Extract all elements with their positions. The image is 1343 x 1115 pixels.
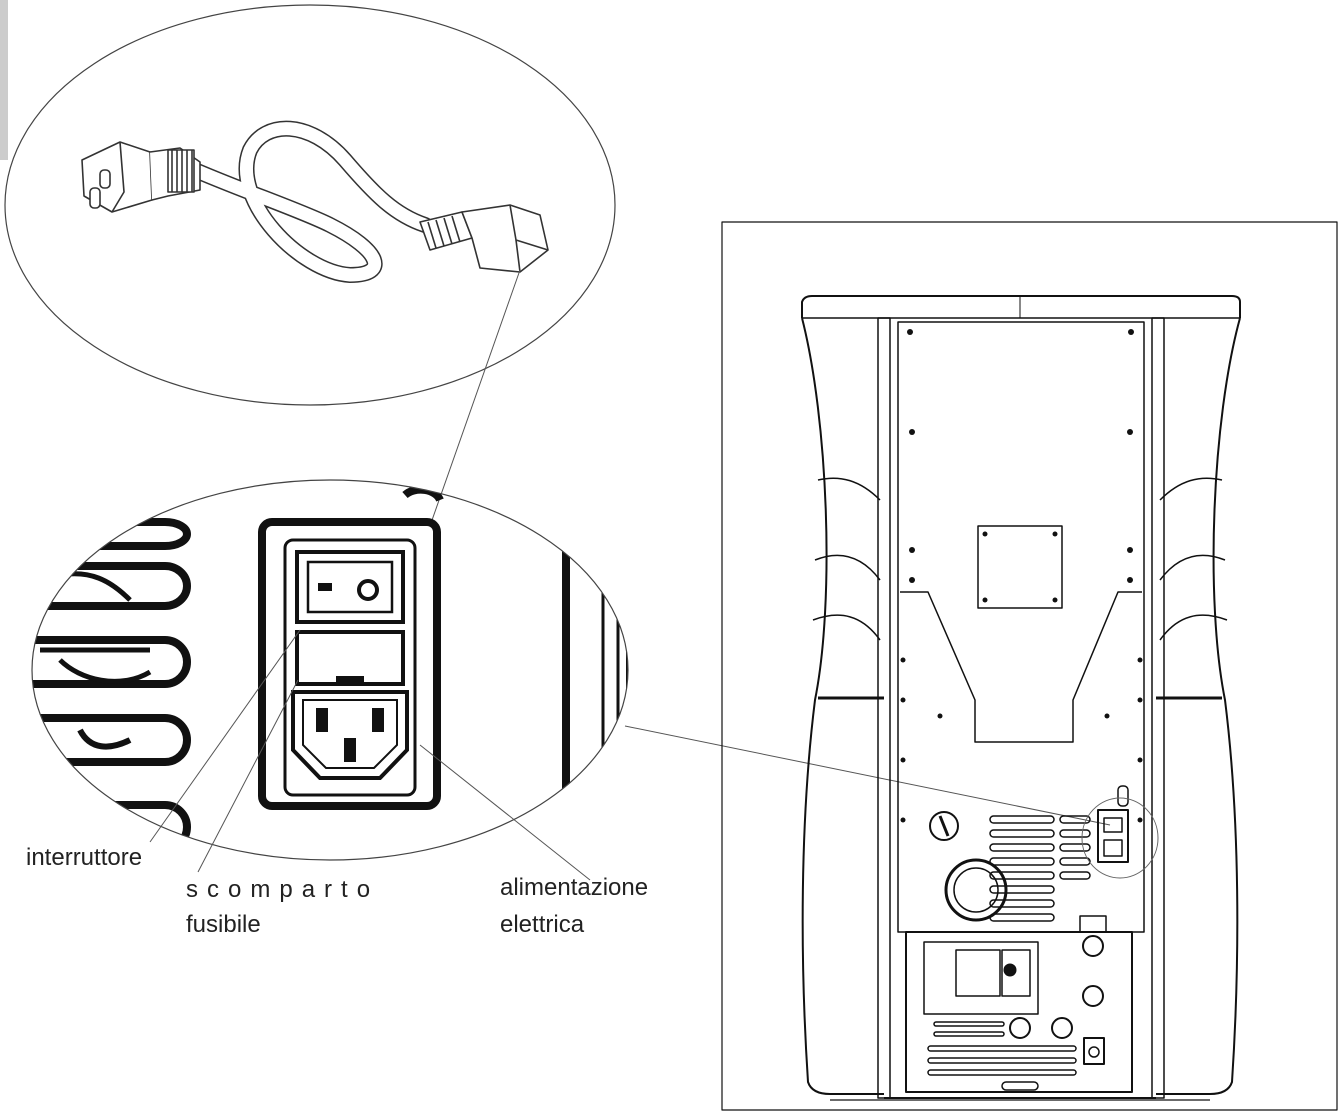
label-power-line1: alimentazione	[500, 874, 649, 901]
label-fuse-line1: scomparto	[186, 876, 380, 903]
socket-zoom-ellipse	[31, 479, 629, 861]
label-leaders	[149, 629, 1111, 881]
iec-connector-icon	[419, 204, 549, 273]
rear-view-frame	[721, 221, 1338, 1111]
rocker-switch-icon	[295, 550, 405, 624]
iec-socket-module	[258, 518, 441, 810]
power-inlet	[291, 690, 409, 780]
appliance-rear-view	[721, 221, 1338, 1111]
label-switch: interruttore	[26, 844, 143, 871]
cable-detail-ellipse	[4, 4, 616, 406]
fuse-compartment	[295, 630, 405, 686]
rear-socket-module	[1097, 785, 1129, 863]
label-power-line2: elettrica	[500, 911, 585, 938]
page-marker-bar	[0, 0, 8, 160]
power-cable-icon	[182, 120, 433, 283]
leader-line-cable	[417, 269, 521, 561]
schuko-plug-icon	[81, 141, 201, 213]
label-fuse-line2: fusibile	[186, 911, 261, 938]
